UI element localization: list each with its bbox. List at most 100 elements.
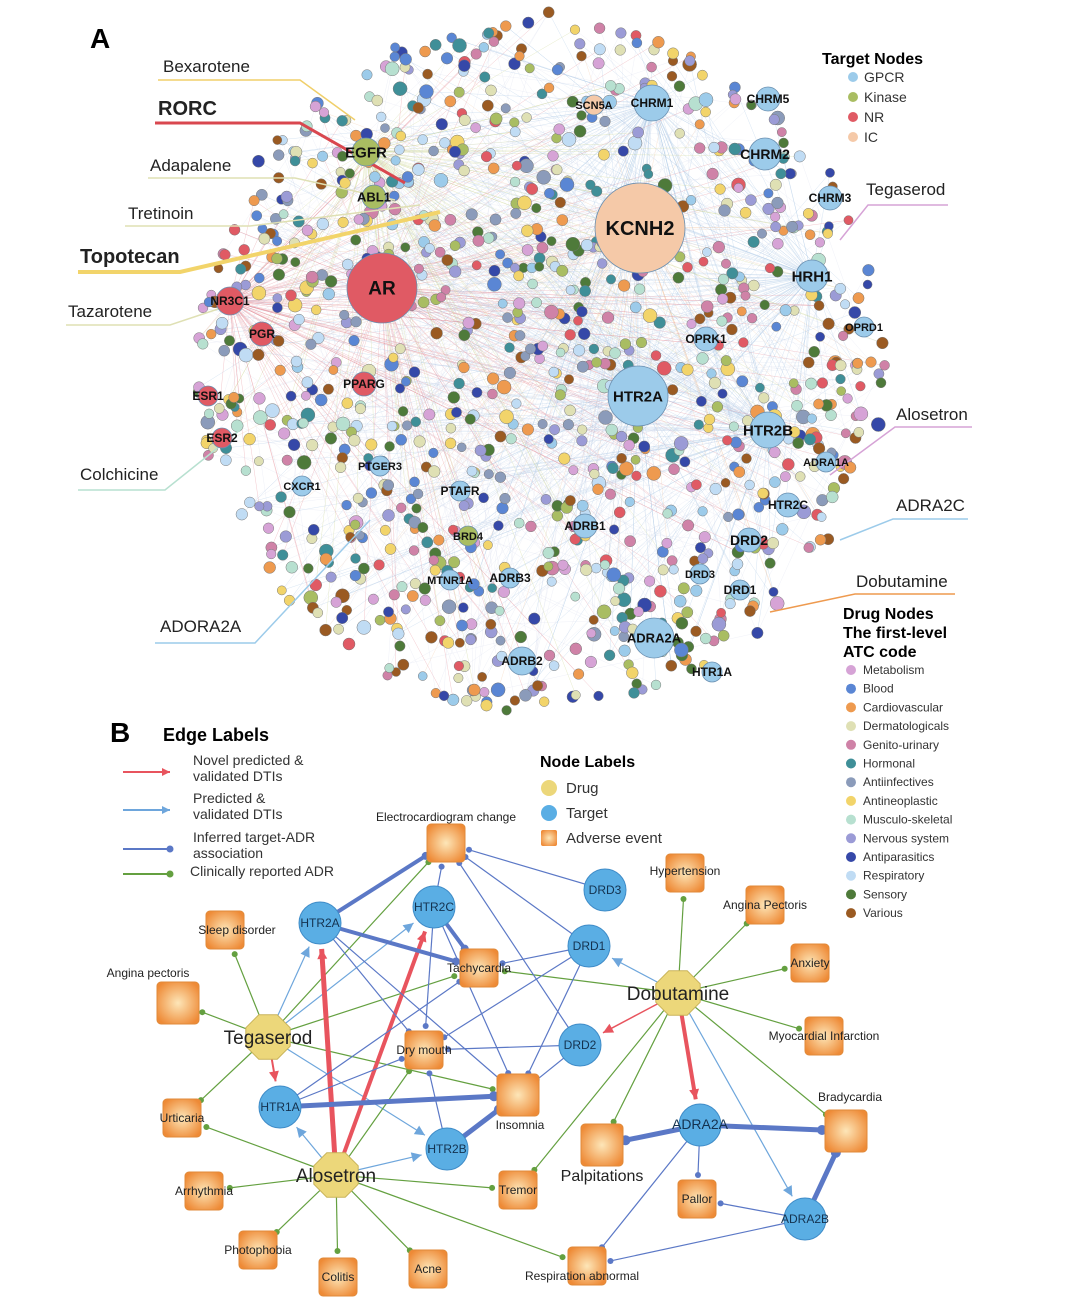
network-node: [521, 112, 532, 123]
network-node: [500, 103, 511, 114]
network-node: [604, 488, 616, 500]
network-edge: [470, 60, 674, 640]
target-label-hrh1: HRH1: [792, 268, 833, 285]
network-node: [813, 300, 825, 311]
network-edge: [405, 59, 813, 277]
adverse-event-node-myocardial-infarction: [804, 1016, 844, 1056]
target-label-oprd1: OPRD1: [845, 322, 883, 334]
network-edge: [461, 361, 837, 365]
network-edge: [651, 102, 821, 243]
adverse-event-label-angina-pectoris: Angina pectoris: [107, 966, 190, 980]
network-node: [367, 593, 379, 605]
network-node: [694, 119, 705, 130]
drug-label-dobutamine: Dobutamine: [627, 984, 729, 1005]
network-node: [717, 293, 729, 305]
network-node: [501, 705, 512, 716]
network-node: [697, 553, 709, 564]
network-node: [358, 562, 370, 575]
network-node: [569, 533, 581, 545]
network-node: [281, 454, 293, 466]
network-edge: [341, 120, 639, 397]
network-node: [746, 100, 757, 111]
network-node: [397, 658, 410, 671]
network-node: [301, 376, 314, 389]
network-node: [720, 355, 732, 367]
network-edge: [330, 429, 769, 578]
network-edge: [328, 293, 849, 330]
network-node: [474, 444, 487, 457]
network-node: [419, 84, 434, 99]
network-node: [354, 403, 366, 415]
network-edge: [423, 102, 653, 243]
arrowhead-icon: [416, 931, 427, 943]
target-node-drd3: [689, 563, 711, 585]
network-node: [521, 423, 534, 436]
network-edge: [365, 151, 583, 441]
network-edge: [289, 206, 684, 601]
network-node: [528, 612, 541, 625]
network-edge: [651, 102, 704, 262]
network-node: [224, 335, 235, 347]
network-edge: [463, 227, 641, 506]
network-edge: [381, 287, 735, 427]
network-node: [665, 659, 678, 672]
legend-label-antineoplastic: Antineoplastic: [863, 794, 938, 808]
network-edge: [497, 335, 844, 662]
network-node: [248, 195, 260, 207]
network-node: [609, 626, 620, 636]
target-label-drd2: DRD2: [730, 532, 768, 548]
adverse-event-label-angina-pectoris: Angina Pectoris: [723, 898, 807, 912]
network-edge: [459, 200, 692, 643]
network-node: [531, 203, 542, 214]
network-node: [458, 114, 471, 126]
network-node: [835, 374, 846, 385]
edge-end-dot: [680, 895, 687, 902]
network-node: [714, 183, 726, 195]
network-edge: [426, 252, 516, 701]
network-node: [767, 537, 779, 550]
network-edge: [447, 259, 639, 397]
legend-swatch-kinase: [848, 92, 858, 102]
target-label-drd1: DRD1: [573, 939, 606, 953]
target-node-htr2a: [607, 365, 669, 427]
network-node: [543, 434, 554, 445]
network-node: [336, 452, 348, 464]
network-node: [490, 682, 506, 698]
adverse-event-label-dry-mouth: Dry mouth: [396, 1043, 451, 1057]
network-node: [836, 386, 846, 396]
arrowhead-icon: [300, 946, 310, 958]
network-node: [724, 598, 736, 610]
network-node: [350, 519, 361, 530]
network-node: [401, 376, 411, 387]
network-edge: [533, 395, 639, 691]
target-node-oprk1: [693, 326, 719, 352]
network-node: [536, 241, 549, 254]
network-edge: [365, 151, 760, 508]
network-node: [834, 282, 847, 295]
network-edge: [372, 250, 728, 318]
adverse-event-label-palpitations: Palpitations: [561, 1168, 644, 1185]
network-node: [399, 53, 412, 66]
network-node: [430, 327, 443, 340]
network-edge: [323, 112, 769, 431]
network-edge: [483, 47, 653, 104]
network-edge: [637, 172, 831, 397]
network-node: [254, 272, 265, 284]
network-edge: [211, 294, 465, 336]
network-node: [646, 61, 657, 73]
network-node: [378, 137, 391, 150]
network-node: [444, 437, 457, 449]
network-node: [876, 336, 889, 350]
panel-a-edges: [198, 12, 885, 701]
network-node: [458, 500, 470, 512]
target-node-htr2b: [425, 1127, 469, 1171]
network-edge: [551, 102, 653, 444]
network-node: [395, 434, 407, 446]
network-edge: [394, 381, 406, 595]
network-edge: [388, 254, 574, 290]
network-node: [429, 39, 442, 51]
network-node: [355, 530, 365, 541]
network-node: [449, 145, 461, 158]
network-node: [548, 660, 560, 671]
